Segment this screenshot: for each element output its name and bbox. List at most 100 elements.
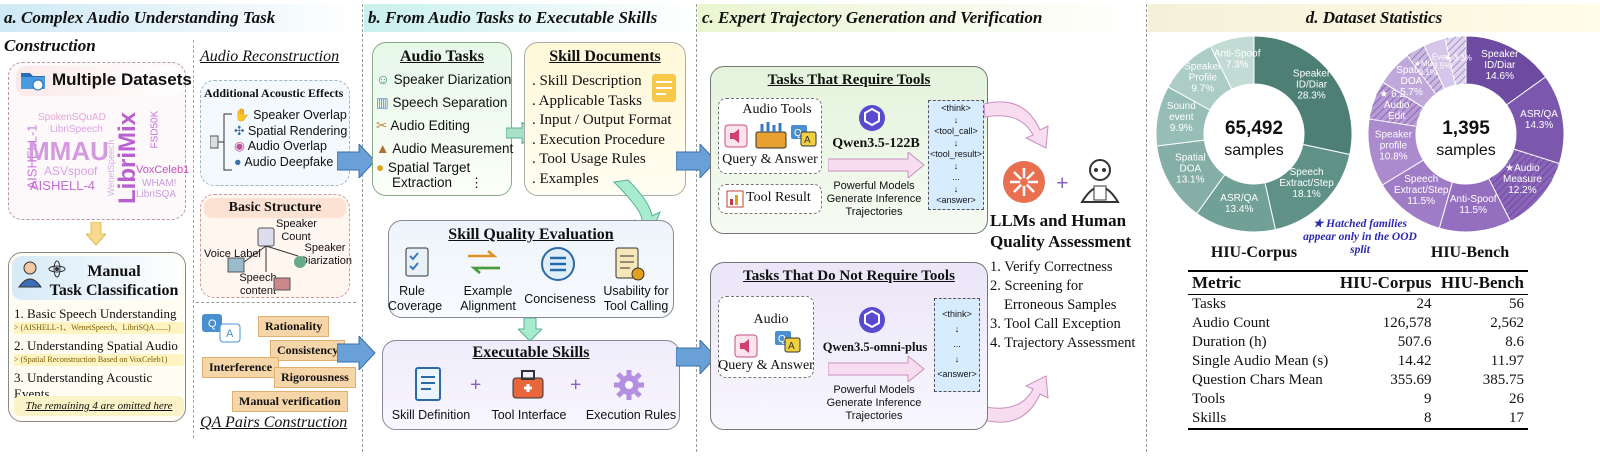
plus-icon: + xyxy=(470,374,482,396)
traj-step: ↓ xyxy=(953,160,959,171)
audio-tasks-title: Audio Tasks xyxy=(399,48,485,65)
bench-name: HIU-Bench xyxy=(1430,244,1510,261)
exec-item: Tool Interface xyxy=(491,408,567,422)
svg-text:A: A xyxy=(788,341,795,352)
skill-doc-item: . Execution Procedure xyxy=(532,131,665,148)
svg-text:A: A xyxy=(226,328,234,340)
word: WHAM! xyxy=(142,178,177,189)
structure-label: Speaker Count xyxy=(276,218,317,243)
structure-label: Voice Label xyxy=(204,248,261,260)
traj-step: <think> xyxy=(941,103,971,113)
separator xyxy=(193,40,194,438)
svg-text:Q: Q xyxy=(794,128,802,139)
effect-item: ◉ Audio Overlap xyxy=(234,139,327,153)
chart-icon xyxy=(726,190,744,213)
check-item: 2. Screening for xyxy=(990,278,1084,294)
task-item: 1. Basic Speech Understanding xyxy=(14,306,177,321)
task-speech-separation: ▥ Speech Separation xyxy=(376,95,508,110)
structure-label: Speaker Diarization xyxy=(300,242,352,267)
word: ASVspoof xyxy=(44,164,98,178)
word: AISHELL-4 xyxy=(30,178,96,193)
table-cell: Question Chars Mean xyxy=(1192,372,1323,388)
qa-chip: Rationality xyxy=(258,316,330,337)
skill-doc-item: . Skill Description xyxy=(532,73,642,89)
model2-label: Qwen3.5-omni-plus xyxy=(822,340,928,354)
qa-chip: Manual verification xyxy=(232,391,348,412)
table-header: Metric xyxy=(1192,273,1242,292)
table-cell: Tasks xyxy=(1192,296,1226,312)
plus-icon: + xyxy=(1056,170,1069,195)
llm-title-1: LLMs and Human xyxy=(990,211,1127,230)
structure-diagram xyxy=(214,222,324,299)
quality-item: Example Alignment xyxy=(460,284,516,313)
donut-label: ★ 3.3% xyxy=(1444,53,1472,62)
manual-header xyxy=(12,256,182,300)
conciseness-icon xyxy=(540,246,576,287)
svg-text:Q: Q xyxy=(208,318,217,330)
table-header: HIU-Corpus xyxy=(1339,273,1432,292)
table-cell: 14.42 xyxy=(1397,353,1432,369)
omitted-note: The remaining 4 are omitted here xyxy=(14,396,184,416)
bench-total: 1,395 xyxy=(1442,118,1490,139)
section-d-title: d. Dataset Statistics xyxy=(1148,4,1600,32)
check-item: 4. Trajectory Assessment xyxy=(990,335,1136,351)
llm-title: LLMs and Human Quality Assessment xyxy=(990,210,1131,252)
table-cell: 8.6 xyxy=(1505,334,1524,350)
word: SpokenSQuAD xyxy=(38,112,106,123)
arrow-icon xyxy=(336,334,377,375)
table-cell: Skills xyxy=(1192,410,1227,426)
audio-tools-label: Audio Tools xyxy=(742,102,812,117)
effects-bracket xyxy=(209,108,234,183)
structure-label: Speech content xyxy=(239,272,277,297)
task-list: 1. Basic Speech Understanding > (AISHELL… xyxy=(14,306,184,402)
effect-item: ✋ Speaker Overlap xyxy=(234,108,347,122)
table-cell: 126,578 xyxy=(1382,315,1432,331)
trajectory-box: <think> ↓ ... ↓ <answer> xyxy=(934,298,980,392)
svg-text:Q: Q xyxy=(778,334,786,345)
effect-item: ✣ Spatial Rendering xyxy=(234,123,348,138)
skill-doc-item: . Input / Output Format xyxy=(532,112,672,128)
audio-box xyxy=(718,296,814,378)
arrow-icon xyxy=(675,142,718,183)
model-arrow-icon xyxy=(827,150,926,183)
quality-item: Conciseness xyxy=(524,292,596,306)
audio-icon xyxy=(734,334,758,363)
edit-icon: ✂ xyxy=(376,118,388,133)
traj-step: <answer> xyxy=(937,369,977,379)
table-cell: 507.6 xyxy=(1397,334,1432,350)
table-cell: 8 xyxy=(1424,410,1432,426)
gear-icon xyxy=(612,368,646,407)
word: FSD50K xyxy=(149,110,161,149)
task-audio-editing: ✂ Audio Editing xyxy=(376,118,470,133)
overlap-icon: ◉ xyxy=(234,139,245,153)
corpus-samples: samples xyxy=(1224,142,1284,159)
audio-tasks-list: ☺ Speaker Diarization ▥ Speech Separatio… xyxy=(376,68,513,190)
word: VoxCeleb1 xyxy=(136,164,190,176)
traj-step: ... xyxy=(953,339,961,349)
separator xyxy=(1146,4,1147,452)
model-arrow-icon xyxy=(827,354,926,387)
audio-label: Audio xyxy=(753,312,789,327)
table-cell: Tools xyxy=(1192,391,1226,407)
separator xyxy=(362,4,363,452)
qa-chip: Rigorousness xyxy=(274,367,356,388)
toolbox-icon xyxy=(510,366,546,407)
traj-step: ↓ xyxy=(953,114,959,125)
qa-label: Query & Answer xyxy=(718,358,814,373)
deepfake-icon: ● xyxy=(234,154,242,169)
hatch-note: ★ Hatched families appear only in the OO… xyxy=(1303,218,1417,256)
acoustic-box xyxy=(200,80,350,186)
donut-slice-hatch xyxy=(1369,82,1424,127)
